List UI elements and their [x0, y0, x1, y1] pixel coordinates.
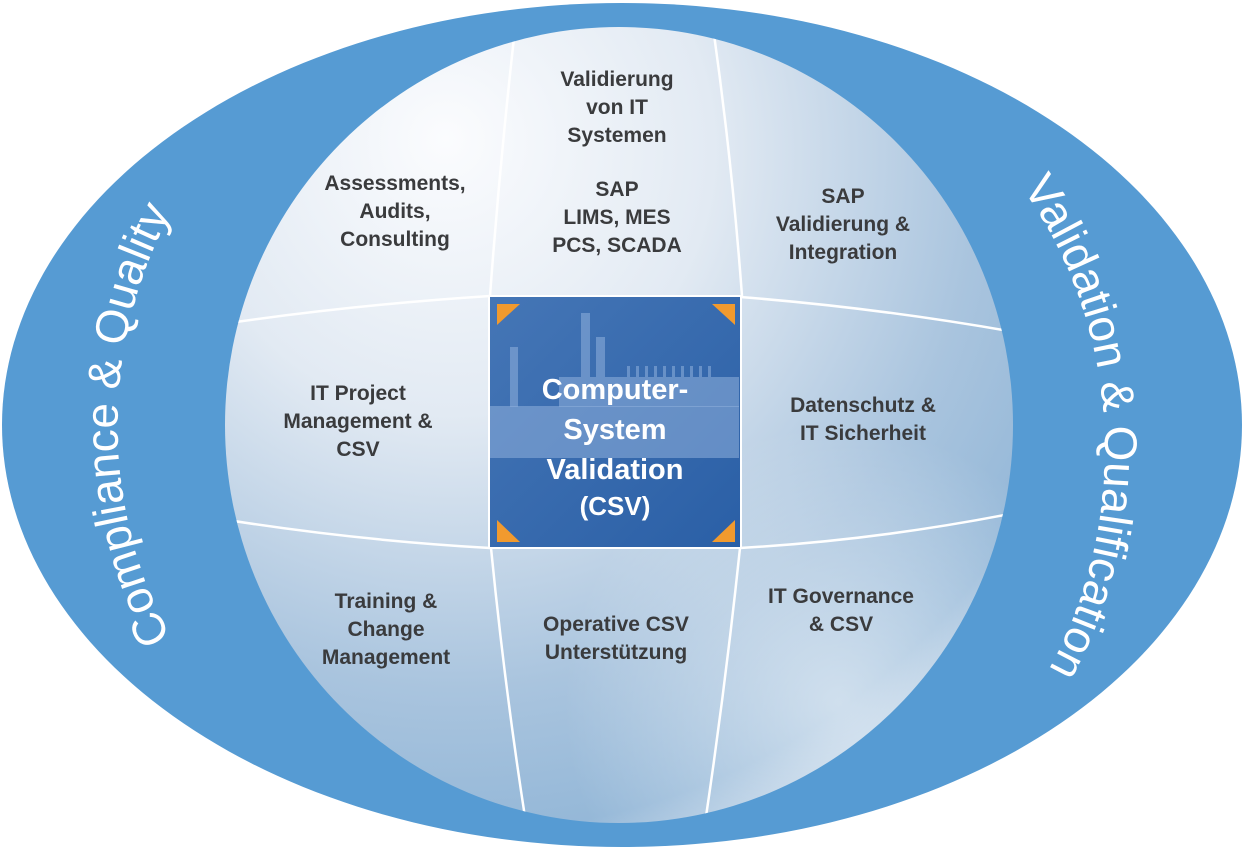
gridline-top-left [488, 27, 518, 297]
segment-top-left: Assessments, Audits, Consulting [324, 172, 466, 251]
corner-triangle-top-left [497, 304, 520, 325]
gridline-bottom-right [702, 547, 742, 823]
gridline-upper-left [225, 294, 491, 327]
gridline-bottom-left [489, 547, 529, 823]
corner-triangle-bottom-left [497, 520, 520, 542]
gridline-lower-left [225, 516, 491, 550]
segment-top-center-systems: SAP LIMS, MES PCS, SCADA [552, 178, 682, 257]
factory-icon [490, 313, 739, 458]
sphere-gridlines [225, 27, 1013, 823]
segment-top-right: SAP Validierung & Integration [775, 185, 911, 264]
segment-middle-left: IT Project Management & CSV [283, 382, 433, 461]
corner-triangle-top-right [712, 304, 735, 325]
segment-bottom-right: IT Governance & CSV [768, 585, 914, 636]
corner-triangle-bottom-right [712, 520, 735, 542]
center-subtitle: (CSV) [579, 491, 651, 521]
segment-top-center-heading: Validierung von IT Systemen [560, 68, 674, 147]
gridline-upper-right [739, 295, 1013, 335]
segment-bottom-center: Operative CSV Unterstützung [543, 613, 689, 664]
center-title: Computer- System Validation [541, 374, 689, 486]
segment-bottom-left: Training & Change Management [321, 590, 451, 669]
segment-middle-right: Datenschutz & IT Sicherheit [790, 394, 936, 445]
gridline-lower-right [739, 510, 1013, 550]
gridline-top-right [710, 27, 744, 297]
center-box [488, 295, 742, 549]
